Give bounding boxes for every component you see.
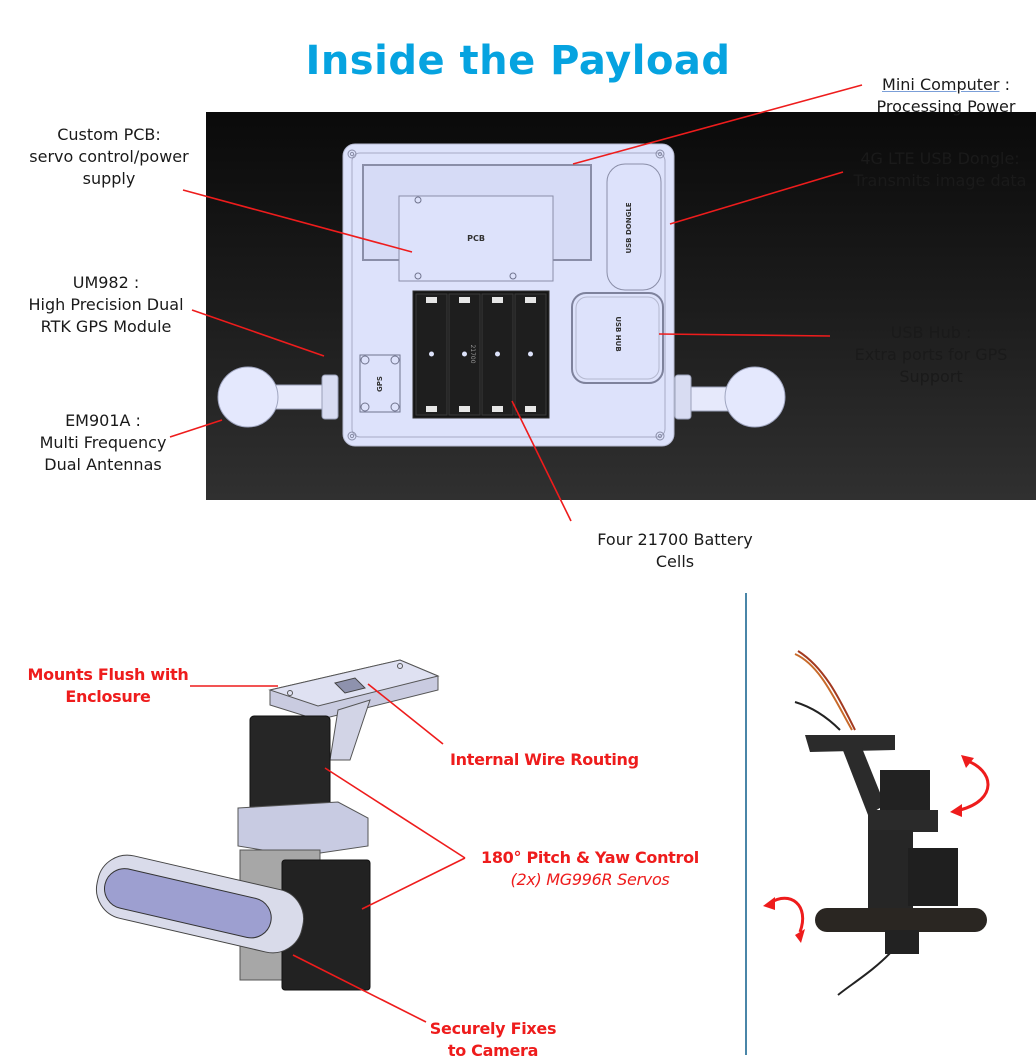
label-usb-hub: USB Hub : Extra ports for GPS Support (836, 322, 1026, 388)
servo-wires (794, 650, 894, 996)
label-um982: UM982 : High Precision Dual RTK GPS Modu… (6, 272, 206, 338)
corner-screws (347, 149, 665, 441)
usb-hub-slot (571, 292, 664, 384)
callout-line-camera (292, 954, 427, 1023)
callout-line-mini-computer (572, 84, 863, 165)
label-battery: Four 21700 Battery Cells (580, 529, 770, 573)
label-lte-dongle-desc: Transmits image data (853, 171, 1027, 190)
camera-body (95, 854, 305, 954)
rotation-arrow-yaw (959, 758, 990, 812)
photo-top-plate (805, 735, 895, 752)
battery-cell-slot (448, 293, 481, 416)
callout-line-um982 (191, 309, 325, 357)
label-servo: 180° Pitch & Yaw Control (2x) MG996R Ser… (470, 847, 710, 891)
photo-lower-servo (908, 848, 958, 906)
label-usb-hub-title: USB Hub : (890, 323, 972, 342)
usb-dongle-silkscreen: USB DONGLE (625, 202, 633, 253)
label-mini-computer: Mini Computer : Processing Power (856, 74, 1036, 118)
label-um982-line3: RTK GPS Module (40, 317, 172, 336)
label-em901a-line3: Dual Antennas (44, 455, 162, 474)
label-servo-subtitle: (2x) MG996R Servos (510, 870, 670, 889)
label-em901a-line2: Multi Frequency (39, 433, 167, 452)
label-um982-line2: High Precision Dual (28, 295, 184, 314)
label-lte-dongle-title: 4G LTE USB Dongle: (860, 149, 1020, 168)
callout-line-wire (367, 683, 444, 745)
label-mount: Mounts Flush with Enclosure (18, 664, 198, 708)
label-custom-pcb: Custom PCB: servo control/power supply (14, 124, 204, 190)
usb-dongle-slot (606, 163, 662, 291)
label-mini-computer-title: Mini Computer (882, 75, 1000, 94)
pcb-silkscreen: PCB (467, 234, 485, 243)
label-mini-computer-desc: Processing Power (876, 97, 1016, 116)
section-divider (745, 593, 747, 1055)
callout-line-usb-hub (658, 333, 831, 337)
label-custom-pcb-title: Custom PCB: (57, 125, 161, 144)
battery-holder: 21700 (412, 290, 550, 419)
gimbal-callout-lines (190, 683, 466, 1023)
gps-module (359, 354, 401, 413)
gps-silkscreen: GPS (376, 376, 384, 392)
label-usb-hub-line3: Support (899, 367, 963, 386)
mount-plate (268, 659, 440, 721)
usb-hub-silkscreen: USB HUB (614, 316, 622, 351)
right-antenna (674, 366, 786, 428)
label-um982-title: UM982 : (72, 273, 140, 292)
callout-line-pcb (182, 189, 413, 253)
label-usb-hub-line2: Extra ports for GPS (854, 345, 1008, 364)
enclosure-callout-lines (169, 84, 863, 522)
label-mini-computer-colon: : (999, 75, 1010, 94)
battery-cell-slot (514, 293, 547, 416)
rotation-arrow-pitch (769, 896, 805, 933)
label-em901a-title: EM901A : (65, 411, 141, 430)
cell-holder-silkscreen: 21700 (469, 344, 476, 363)
label-em901a: EM901A : Multi Frequency Dual Antennas (18, 410, 188, 476)
upper-bracket (237, 801, 369, 857)
callout-line-lte-dongle (669, 171, 844, 225)
label-battery-line1: Four 21700 Battery (597, 530, 753, 549)
callout-line-servo-upper (324, 767, 466, 859)
label-wire-routing: Internal Wire Routing (450, 750, 639, 769)
label-servo-title: 180° Pitch & Yaw Control (480, 848, 699, 867)
label-mount-line1: Mounts Flush with (27, 665, 189, 684)
callout-line-servo-lower (361, 857, 466, 910)
label-camera-line2: to Camera (447, 1041, 539, 1060)
battery-cell-slot (415, 293, 448, 416)
pcb-board (398, 195, 554, 282)
callout-line-battery (511, 400, 572, 522)
label-lte-dongle: 4G LTE USB Dongle: Transmits image data (844, 148, 1036, 192)
callout-line-em901a (169, 419, 223, 438)
label-custom-pcb-line3: supply (82, 169, 136, 188)
label-camera: Securely Fixes to Camera (408, 1018, 578, 1062)
left-antenna (217, 366, 339, 428)
label-mount-line2: Enclosure (65, 687, 151, 706)
label-custom-pcb-line2: servo control/power (29, 147, 189, 166)
photo-bottom-plate (815, 908, 987, 932)
label-battery-line2: Cells (655, 552, 695, 571)
battery-cell-slot (481, 293, 514, 416)
label-camera-line1: Securely Fixes (429, 1019, 557, 1038)
page-title: Inside the Payload (305, 38, 731, 84)
